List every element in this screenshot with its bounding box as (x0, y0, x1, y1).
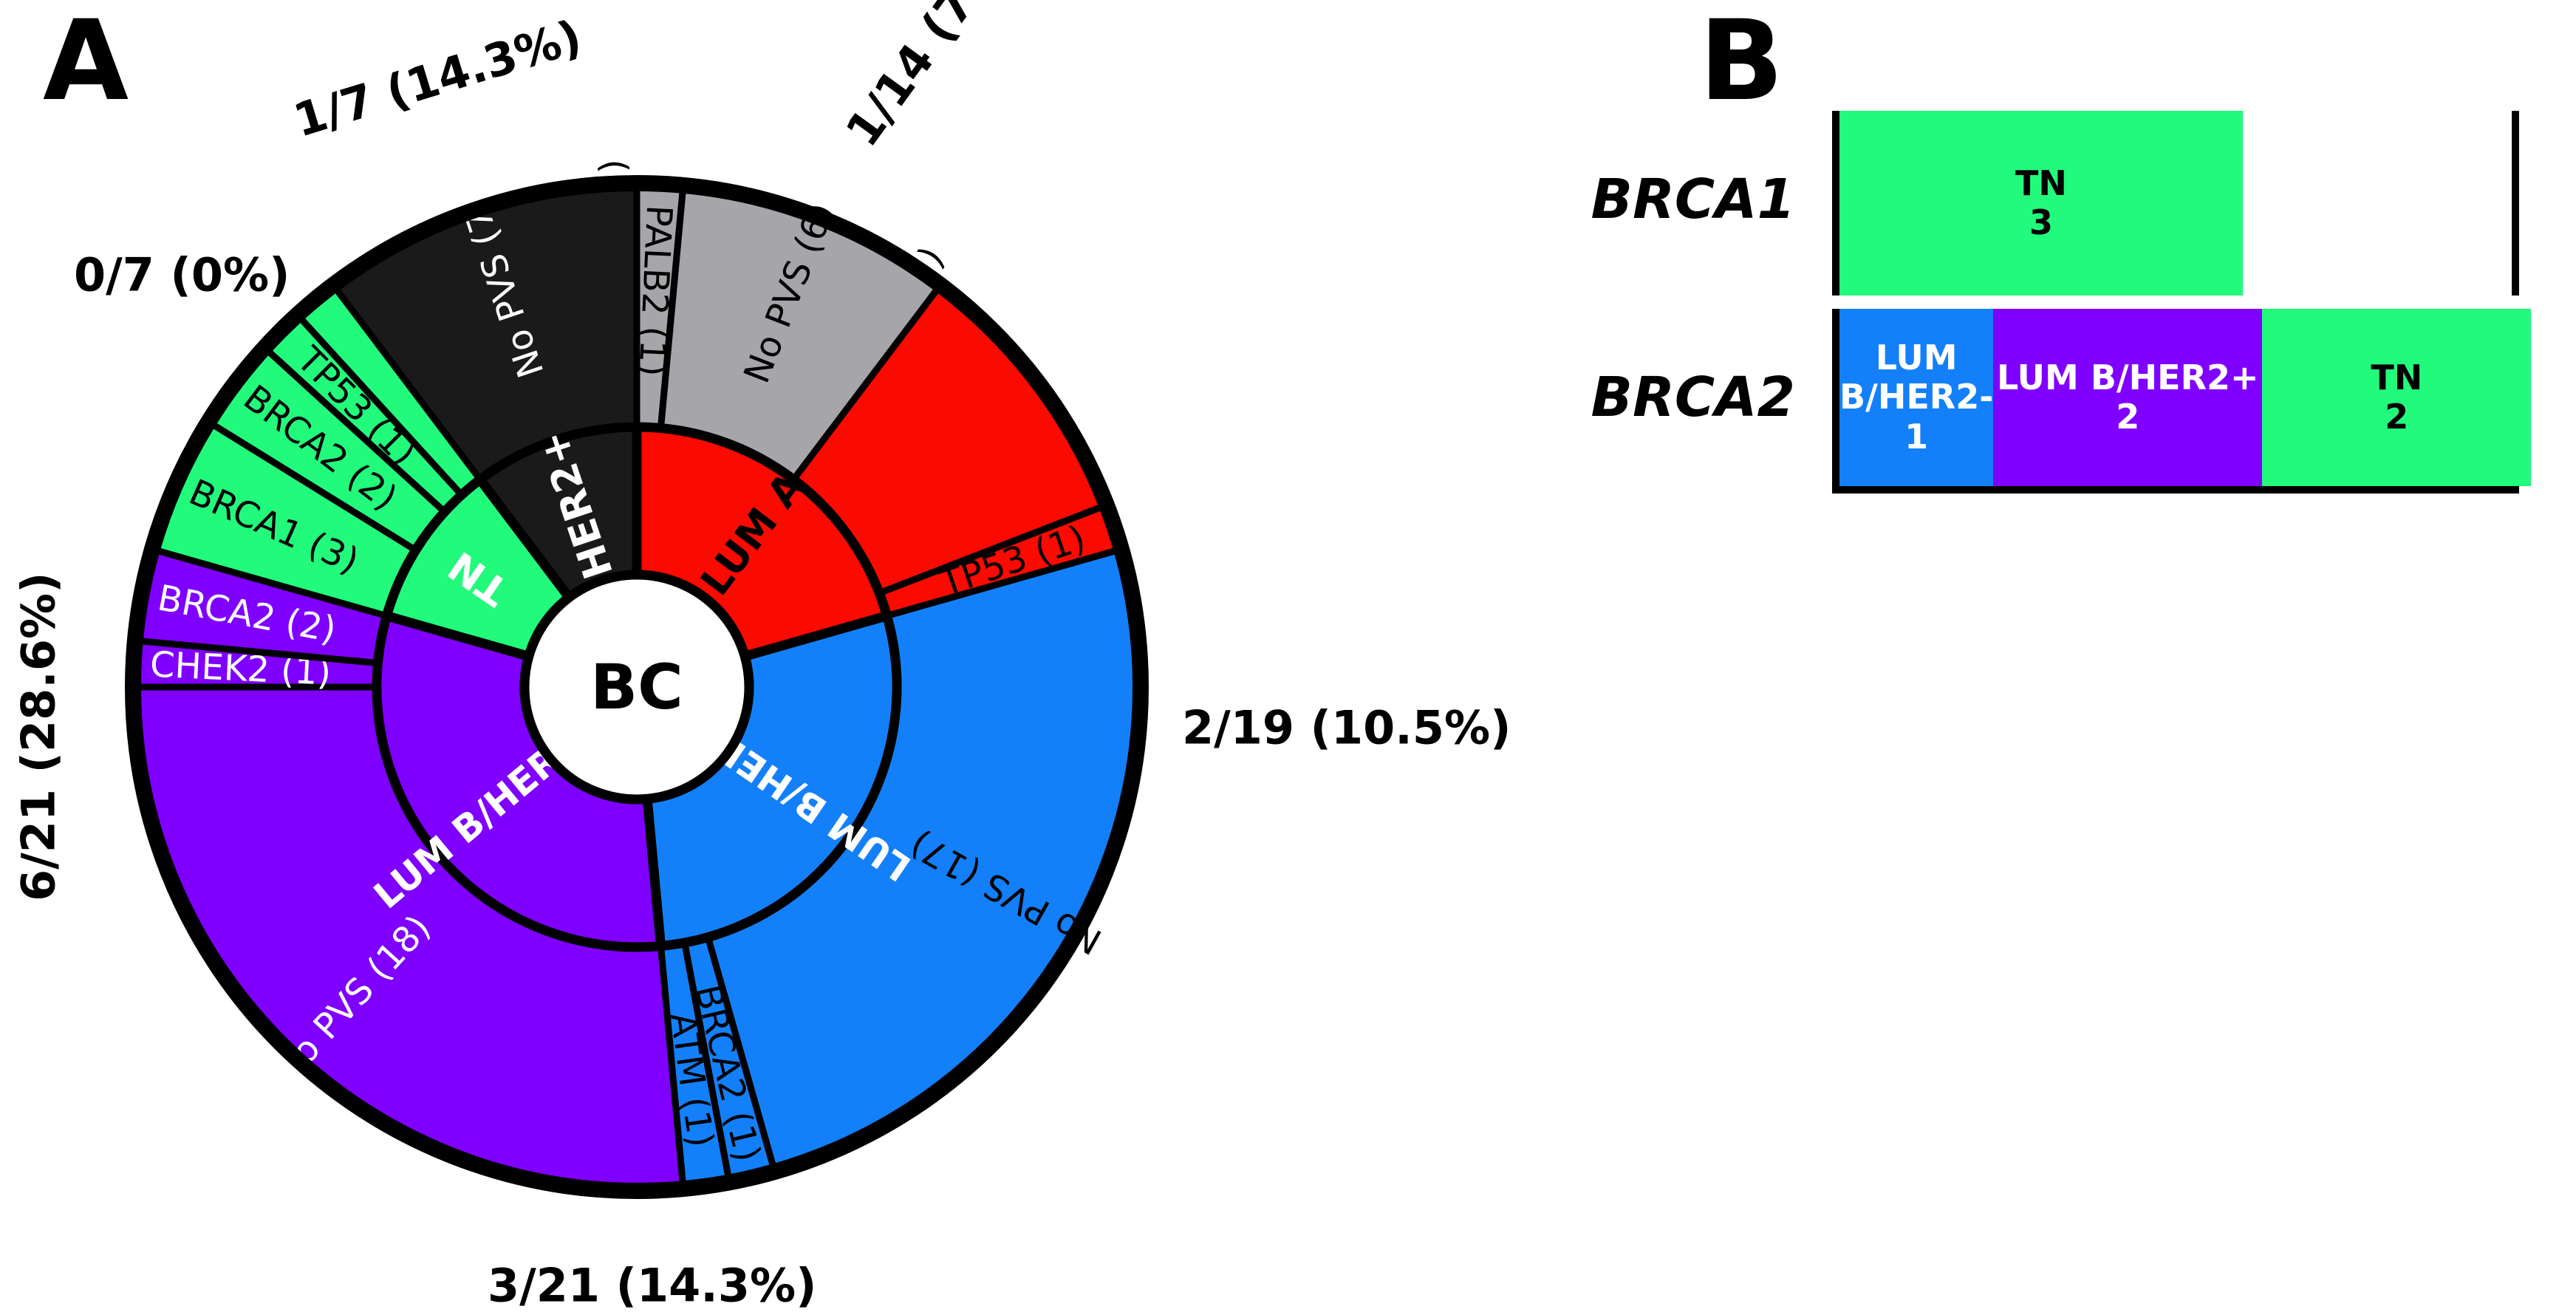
outer-ring-group: No PVS (13)TP53 (1)No PVS (17)BRCA2 (1)A… (125, 158, 1149, 1199)
sunburst-annotation-ann-lum-a: 1/14 (7.1%) (835, 0, 1053, 156)
panel-b-segment-count: 2 (2116, 397, 2140, 437)
sunburst-annotation-ann-her2: 1/7 (14.3%) (287, 9, 587, 147)
sunburst-center-circle (519, 570, 754, 805)
panel-b-segment-name: LUM B/HER2- (1839, 337, 1994, 417)
center-hub: BC (519, 570, 754, 805)
panel-b-segment-brca2-lumb-neg[interactable]: LUM B/HER2-1 (1839, 309, 1993, 486)
panel-b-segment-brca2-lumb-pos[interactable]: LUM B/HER2+2 (1993, 309, 2263, 486)
panel-b-segment-count: 1 (1904, 416, 1929, 457)
panel-b-gene-label-brca2: BRCA2 (1591, 366, 1795, 429)
sunburst-center-label: BC (590, 651, 683, 723)
sunburst-svg: No PVS (13)TP53 (1)No PVS (17)BRCA2 (1)A… (12, 0, 1511, 1313)
sunburst-chart: No PVS (13)TP53 (1)No PVS (17)BRCA2 (1)A… (12, 0, 1511, 1313)
panel-a-letter: A (43, 0, 129, 126)
panel-b-segment-count: 3 (2029, 202, 2053, 242)
sunburst-annotation-ann-tn-top: 0/7 (0%) (74, 248, 290, 302)
panel-b-segment-name: LUM B/HER2+ (1997, 357, 2259, 397)
panel-b-gene-label-brca1: BRCA1 (1591, 168, 1795, 231)
sunburst-annotation-ann-lumb-neg: 2/19 (10.5%) (1182, 701, 1511, 755)
panel-b-segment-count: 2 (2385, 397, 2409, 437)
panel-b-segment-name: TN (2015, 163, 2067, 203)
sunburst-annotation-ann-tn-left: 6/21 (28.6%) (12, 573, 66, 901)
panel-b-segment-name: TN (2371, 357, 2423, 397)
sunburst-annotation-ann-lumb-pos: 3/21 (14.3%) (488, 1259, 816, 1313)
panel-b-letter: B (1699, 0, 1784, 126)
